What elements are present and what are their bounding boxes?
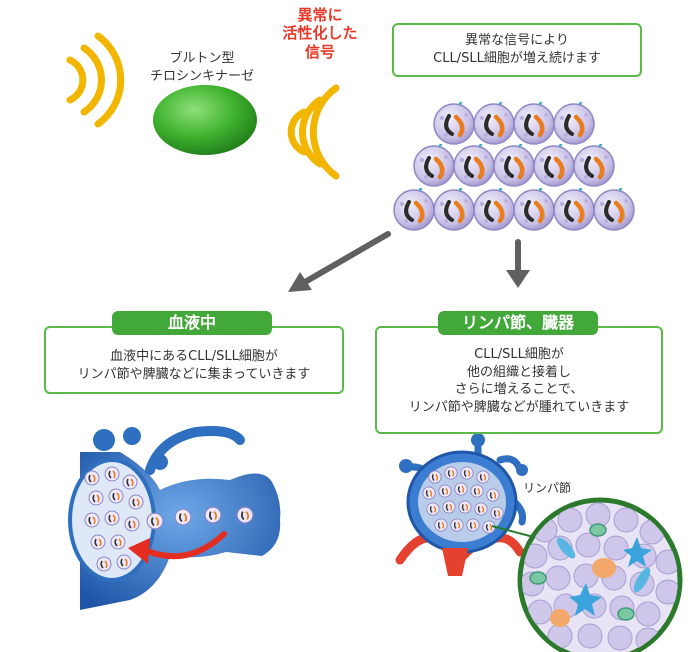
abnormal-signal-line2: 活性化した — [282, 24, 358, 43]
lymph-node-label: リンパ節 — [522, 481, 571, 495]
lymph-title: リンパ節、臓器 — [438, 311, 598, 335]
lymph-body-line2: 他の組織と接着し — [466, 364, 571, 380]
btk-label-line2: チロシンキナーゼ — [149, 68, 254, 84]
lymph-callout: CLL/SLL細胞が 他の組織と接着し さらに増えることで、 リンパ節や脾臓など… — [375, 326, 663, 434]
lymph-node-illustration — [395, 433, 546, 576]
blood-callout: 血液中にあるCLL/SLL細胞が リンパ節や脾臓などに集まっていきます — [44, 326, 344, 394]
lymph-body-line1: CLL/SLL細胞が — [474, 347, 564, 362]
proliferation-callout: 異常な信号により CLL/SLL細胞が増え続けます — [392, 23, 642, 77]
abnormal-signal-line3: 信号 — [304, 42, 335, 61]
abnormal-signal-line1: 異常に — [297, 6, 343, 24]
blood-title: 血液中 — [112, 311, 272, 335]
signal-wave-left — [66, 32, 125, 128]
btk-label: ブルトン型 チロシンキナーゼ — [132, 50, 272, 85]
arrow-to-lymph — [506, 239, 530, 288]
proliferation-line1: 異常な信号により — [465, 33, 569, 48]
abnormal-signal-label: 異常に 活性化した 信号 — [268, 6, 372, 61]
btk-enzyme — [153, 85, 257, 155]
lymph-body-line4: リンパ節や脾臓などが腫れていきます — [408, 399, 630, 415]
migration-arrow — [147, 531, 227, 560]
cll-cell-cluster — [394, 95, 634, 230]
magnified-view — [517, 497, 683, 652]
btk-label-line1: ブルトン型 — [169, 51, 235, 66]
blood-body-line2: リンパ節や脾臓などに集まっていきます — [77, 366, 311, 382]
proliferation-line2: CLL/SLL細胞が増え続けます — [433, 50, 601, 66]
blood-vessel-illustration — [68, 426, 281, 610]
arrow-to-blood — [288, 231, 391, 292]
lymph-body-line3: さらに増えることで、 — [454, 382, 584, 398]
signal-wave-right — [287, 84, 340, 180]
blood-body-line1: 血液中にあるCLL/SLL細胞が — [110, 349, 278, 364]
